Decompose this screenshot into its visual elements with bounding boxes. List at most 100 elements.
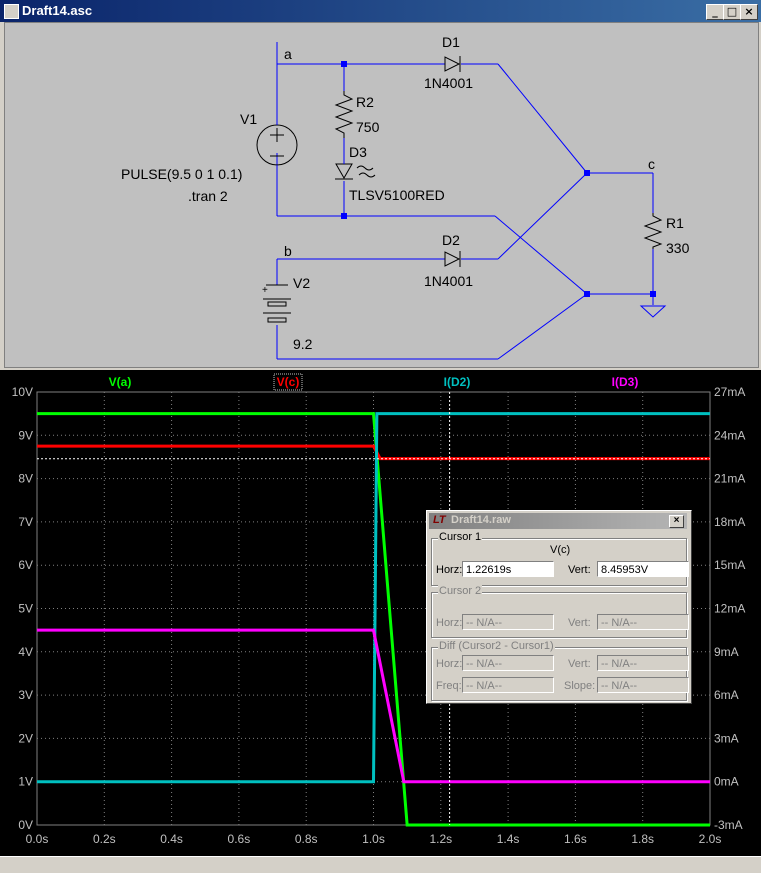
r2-name: R2 bbox=[356, 94, 374, 110]
x-tick-label: 0.0s bbox=[26, 832, 49, 846]
y-left-tick-label: 3V bbox=[18, 688, 33, 702]
y-left-tick-label: 2V bbox=[18, 731, 33, 745]
d1-model: 1N4001 bbox=[424, 75, 473, 91]
y-right-tick-label: 9mA bbox=[714, 645, 739, 659]
y-left-tick-label: 6V bbox=[18, 558, 33, 572]
v1-name: V1 bbox=[240, 111, 257, 127]
diff-freq-field: -- N/A-- bbox=[462, 677, 554, 693]
y-left-tick-label: 10V bbox=[12, 385, 33, 399]
x-tick-label: 0.4s bbox=[160, 832, 183, 846]
trace-va[interactable] bbox=[37, 412, 710, 827]
trace-id2[interactable] bbox=[37, 412, 710, 784]
status-bar bbox=[0, 856, 761, 873]
legend-vc[interactable]: V(c) bbox=[277, 375, 300, 389]
cursor1-group-label: Cursor 1 bbox=[438, 531, 483, 543]
cursor1-vert-field[interactable]: 8.45953V bbox=[597, 561, 689, 577]
cursor2-horz-field: -- N/A-- bbox=[462, 614, 554, 630]
y-right-tick-label: 24mA bbox=[714, 428, 745, 442]
cursor1-group: Cursor 1 V(c) Horz: 1.22619s Vert: 8.459… bbox=[431, 531, 689, 586]
x-tick-label: 1.6s bbox=[564, 832, 587, 846]
v1-value: PULSE(9.5 0 1 0.1) bbox=[121, 166, 242, 182]
y-right-tick-label: 27mA bbox=[714, 385, 745, 399]
legend-id2[interactable]: I(D2) bbox=[444, 375, 471, 389]
y-right-tick-label: 3mA bbox=[714, 731, 739, 745]
y-left-tick-label: 9V bbox=[18, 428, 33, 442]
cursor2-vert-field: -- N/A-- bbox=[597, 614, 689, 630]
diff-group: Diff (Cursor2 - Cursor1) Horz: -- N/A-- … bbox=[431, 640, 689, 701]
diff-vert-label: Vert: bbox=[568, 658, 591, 670]
y-left-tick-label: 0V bbox=[18, 818, 33, 832]
r1-name: R1 bbox=[666, 215, 684, 231]
v2-plus-sign: + bbox=[262, 285, 268, 296]
d1-diode-symbol[interactable] bbox=[444, 56, 461, 72]
v2-battery-symbol[interactable] bbox=[263, 284, 291, 323]
legend-id3[interactable]: I(D3) bbox=[612, 375, 639, 389]
title-bar: Draft14.asc _ □ × bbox=[0, 0, 761, 22]
y-right-tick-label: 21mA bbox=[714, 472, 745, 486]
x-tick-label: 1.8s bbox=[631, 832, 654, 846]
y-right-tick-label: 12mA bbox=[714, 602, 745, 616]
x-tick-label: 2.0s bbox=[699, 832, 722, 846]
tran-directive: .tran 2 bbox=[188, 188, 228, 204]
r2-resistor-symbol[interactable] bbox=[334, 91, 354, 138]
cursor-window-titlebar[interactable]: LT Draft14.raw × bbox=[429, 513, 687, 529]
diff-horz-field: -- N/A-- bbox=[462, 655, 554, 671]
cursor2-group-label: Cursor 2 bbox=[438, 585, 483, 597]
cursor1-trace-name: V(c) bbox=[550, 544, 571, 556]
net-label-b: b bbox=[284, 243, 292, 259]
ground-symbol bbox=[639, 305, 667, 318]
trace-id3[interactable] bbox=[37, 628, 710, 784]
cursor1-vert-label: Vert: bbox=[568, 564, 591, 576]
cursor2-horz-label: Horz: bbox=[436, 617, 463, 629]
x-tick-label: 0.8s bbox=[295, 832, 318, 846]
y-left-tick-label: 7V bbox=[18, 515, 33, 529]
y-right-tick-label: 0mA bbox=[714, 775, 739, 789]
x-tick-label: 0.6s bbox=[228, 832, 251, 846]
diff-group-label: Diff (Cursor2 - Cursor1) bbox=[438, 640, 555, 652]
maximize-button[interactable]: □ bbox=[723, 4, 741, 20]
y-right-tick-label: 18mA bbox=[714, 515, 745, 529]
net-label-a: a bbox=[284, 46, 292, 62]
cursor-window[interactable]: LT Draft14.raw × Cursor 1 V(c) Horz: 1.2… bbox=[426, 510, 692, 704]
d2-name: D2 bbox=[442, 232, 460, 248]
d2-diode-symbol[interactable] bbox=[444, 251, 461, 267]
x-tick-label: 1.4s bbox=[497, 832, 520, 846]
window-title: Draft14.asc bbox=[22, 3, 93, 18]
v2-name: V2 bbox=[293, 275, 310, 291]
y-left-tick-label: 1V bbox=[18, 775, 33, 789]
close-button[interactable]: × bbox=[740, 4, 758, 20]
d1-name: D1 bbox=[442, 34, 460, 50]
legend-va[interactable]: V(a) bbox=[109, 375, 132, 389]
net-label-c: c bbox=[648, 156, 655, 172]
y-left-tick-label: 5V bbox=[18, 602, 33, 616]
diff-slope-field: -- N/A-- bbox=[597, 677, 689, 693]
cursor-window-close-button[interactable]: × bbox=[669, 515, 684, 528]
cursor1-horz-field[interactable]: 1.22619s bbox=[462, 561, 554, 577]
v2-value: 9.2 bbox=[293, 336, 313, 352]
schematic-view[interactable]: a b c V1 PULSE(9.5 0 1 0.1) .tran 2 V2 9… bbox=[4, 22, 759, 368]
window-icon[interactable] bbox=[4, 4, 19, 19]
cursor2-vert-label: Vert: bbox=[568, 617, 591, 629]
y-right-tick-label: 15mA bbox=[714, 558, 745, 572]
x-tick-label: 0.2s bbox=[93, 832, 116, 846]
minimize-button[interactable]: _ bbox=[706, 4, 724, 20]
y-right-tick-label: 6mA bbox=[714, 688, 739, 702]
diff-vert-field: -- N/A-- bbox=[597, 655, 689, 671]
lt-logo-icon: LT bbox=[433, 514, 446, 526]
d3-led-symbol[interactable] bbox=[335, 163, 353, 180]
y-left-tick-label: 4V bbox=[18, 645, 33, 659]
r1-value: 330 bbox=[666, 240, 690, 256]
cursor1-horz-label: Horz: bbox=[436, 564, 463, 576]
d3-model: TLSV5100RED bbox=[349, 187, 445, 203]
x-tick-label: 1.2s bbox=[429, 832, 452, 846]
diff-horz-label: Horz: bbox=[436, 658, 463, 670]
y-right-tick-label: -3mA bbox=[714, 818, 743, 832]
r1-resistor-symbol[interactable] bbox=[643, 213, 663, 249]
r2-value: 750 bbox=[356, 119, 380, 135]
cursor-window-title: Draft14.raw bbox=[451, 514, 511, 526]
diff-slope-label: Slope: bbox=[564, 680, 596, 692]
cursor2-group: Cursor 2 Horz: -- N/A-- Vert: -- N/A-- bbox=[431, 585, 689, 638]
x-tick-label: 1.0s bbox=[362, 832, 385, 846]
legend-selected-box bbox=[273, 373, 303, 391]
d3-name: D3 bbox=[349, 144, 367, 160]
